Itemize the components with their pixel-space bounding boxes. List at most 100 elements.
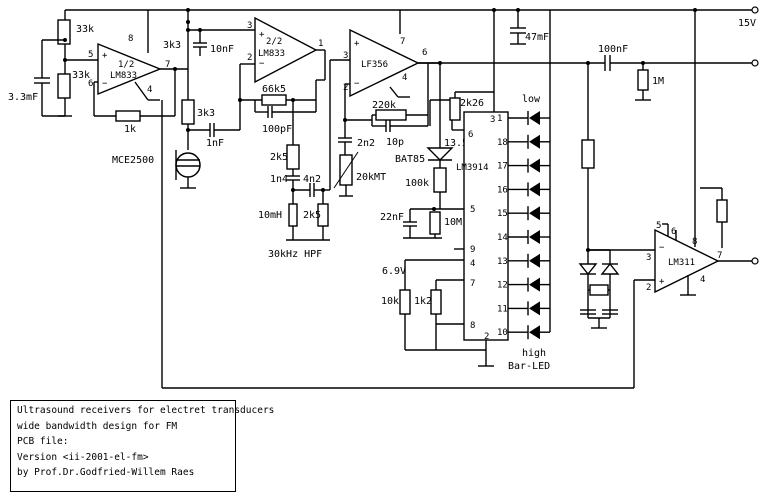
hpf-network: 2k5 1n4 4n2 10mH 2k5 30kHz HPF	[258, 59, 350, 260]
label-2k26: 2k26	[460, 98, 484, 109]
label-4n2: 4n2	[303, 174, 321, 185]
svg-text:2: 2	[343, 83, 348, 93]
label-2k5-hpf2: 2k5	[303, 210, 321, 221]
resistor-pullup	[716, 199, 728, 223]
label-22nF: 22nF	[380, 212, 404, 223]
svg-text:+: +	[659, 277, 665, 287]
label-2n2: 2n2	[357, 138, 375, 149]
label-10mH: 10mH	[258, 210, 282, 221]
info-line-3: PCB file:	[17, 436, 69, 447]
svg-text:−: −	[659, 243, 665, 253]
inductor-10mH	[288, 203, 298, 227]
resistor-clamp	[589, 284, 609, 296]
label-1k2: 1k2	[414, 296, 432, 307]
label-100pF: 100pF	[262, 124, 292, 135]
label-1M: 1M	[652, 76, 664, 87]
label-47mF: 47mF	[525, 32, 549, 43]
resistor-2k5-hpf	[286, 144, 300, 170]
input-divider: 33k 33k 3.3mF	[8, 10, 98, 117]
resistor-10k	[399, 289, 411, 315]
svg-text:6: 6	[88, 79, 93, 89]
svg-text:2: 2	[646, 283, 651, 293]
resistor-66k5	[261, 94, 287, 106]
microphone-symbol	[175, 152, 201, 178]
svg-text:7: 7	[400, 37, 405, 47]
svg-text:6: 6	[671, 227, 676, 237]
label-low: low	[522, 94, 541, 105]
svg-text:−: −	[259, 59, 265, 69]
label-6.9v: 6.9V	[382, 266, 406, 277]
lm3914-label: LM3914	[456, 163, 489, 173]
label-bar-led: Bar-LED	[508, 361, 550, 372]
resistor-2k26	[449, 97, 461, 121]
label-high: high	[522, 348, 546, 359]
svg-text:5: 5	[656, 221, 661, 231]
pin-label-14: 14	[497, 233, 508, 243]
label-3k3-bias: 3k3	[163, 40, 181, 51]
label-10M: 10M	[444, 217, 462, 228]
info-box: Ultrasound receivers for electret transd…	[10, 400, 275, 492]
label-10k: 10k	[381, 296, 399, 307]
lm3914-body	[463, 111, 509, 341]
info-line-1: Ultrasound receivers for electret transd…	[17, 405, 275, 416]
label-hpf: 30kHz HPF	[268, 249, 322, 260]
svg-text:+: +	[354, 39, 360, 49]
lm3914: LM3914 6 5 9 4 7 8 2 3 2k26 47mF 6.9V	[381, 8, 549, 367]
label-bat85: BAT85	[395, 154, 425, 165]
svg-text:4: 4	[700, 275, 705, 285]
bias-network: 3k3 10nF 3k3 1nF MCE2500	[112, 8, 255, 189]
label-2k5-hpf: 2k5	[270, 152, 288, 163]
label-100k: 100k	[405, 178, 429, 189]
label-1nF: 1nF	[206, 138, 224, 149]
svg-text:+: +	[259, 30, 265, 40]
resistor-10m	[429, 211, 441, 235]
svg-text:3: 3	[343, 51, 348, 61]
led-12: 12	[497, 277, 550, 292]
label-33k-bottom: 33k	[72, 70, 90, 81]
svg-text:2: 2	[247, 53, 252, 63]
resistor-100k	[433, 167, 447, 193]
svg-text:8: 8	[128, 34, 133, 44]
opamp2-unit: 2/2	[266, 37, 282, 47]
label-66k5: 66k5	[262, 84, 286, 95]
info-line-5: by Prof.Dr.Godfried-Willem Raes	[17, 467, 195, 478]
pin-label-12: 12	[497, 281, 508, 291]
svg-text:3: 3	[646, 253, 651, 263]
label-1k: 1k	[124, 124, 136, 135]
resistor-1k	[115, 110, 141, 122]
led-14: 14	[497, 230, 550, 244]
led-15: 15	[497, 206, 550, 221]
label-10p: 10p	[386, 137, 404, 148]
opamp3-label: LF356	[361, 60, 388, 70]
svg-text:3: 3	[247, 21, 252, 31]
led-11: 11	[497, 301, 550, 316]
resistor-220k	[375, 109, 407, 121]
led-1: 1	[497, 111, 550, 125]
label-33k-top: 33k	[76, 24, 94, 35]
svg-text:6: 6	[468, 130, 473, 140]
opamp-3: + − LF356 3 2 6 7 4 220k 10p 2n2	[333, 10, 440, 197]
svg-text:8: 8	[470, 321, 475, 331]
output-coupling: 100nF 1M	[418, 44, 759, 250]
pin-label-18: 18	[497, 138, 508, 148]
pin-label-17: 17	[497, 162, 508, 172]
label-1n4: 1n4	[270, 174, 288, 185]
svg-text:7: 7	[717, 251, 722, 261]
svg-text:7: 7	[165, 60, 170, 70]
lm311: − + LM311 5 6 3 2 8 4 7	[161, 8, 759, 389]
led-17: 17	[497, 158, 550, 173]
info-line-4: Version <ii-2001-el-fm>	[17, 451, 149, 463]
pin-label-16: 16	[497, 185, 508, 195]
svg-text:2: 2	[484, 332, 489, 342]
svg-text:5: 5	[470, 205, 475, 215]
label-10nF: 10nF	[210, 44, 234, 55]
label-13.5v: 13.5V	[444, 138, 474, 149]
led-16: 16	[497, 182, 550, 197]
rectifier: BAT85 13.5V 100k 22nF 10M	[380, 61, 474, 239]
label-mic: MCE2500	[112, 155, 154, 166]
svg-text:−: −	[102, 79, 108, 89]
info-line-2: wide bandwidth design for FM	[17, 420, 178, 432]
svg-text:6: 6	[422, 48, 427, 58]
